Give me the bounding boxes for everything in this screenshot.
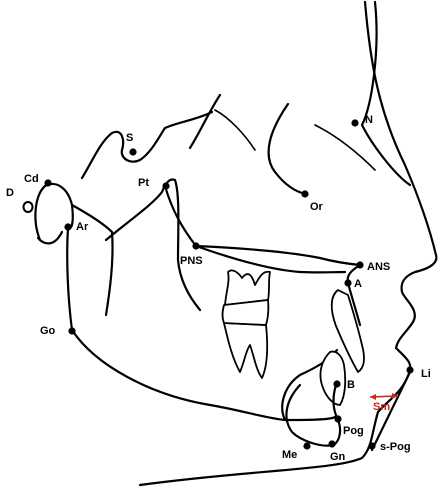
landmark-pns-dot — [192, 242, 199, 249]
landmark-pt-dot — [162, 182, 169, 189]
landmark-s-dot — [129, 148, 136, 155]
landmark-d-circle — [24, 202, 33, 212]
landmark-gn-dot — [328, 440, 335, 447]
lower-molar — [224, 323, 267, 378]
pterygoid-line — [165, 186, 196, 246]
label-me: Me — [282, 449, 297, 461]
landmark-go-dot — [68, 327, 75, 334]
label-d: D — [6, 187, 14, 199]
molar-teeth — [223, 270, 271, 378]
landmark-me-dot — [303, 442, 310, 449]
sphenoid-line — [215, 110, 255, 150]
label-pns: PNS — [180, 255, 203, 267]
label-gn: Gn — [330, 451, 346, 463]
landmark-or-dot — [301, 190, 308, 197]
label-n: N — [365, 114, 373, 126]
label-go: Go — [40, 325, 56, 337]
landmark-cd-dot — [44, 179, 51, 186]
ramus-posterior — [67, 228, 72, 330]
palate-upper — [196, 246, 360, 265]
molar-crown — [223, 300, 269, 325]
label-li: Li — [421, 368, 431, 380]
coronoid-process — [106, 180, 200, 311]
landmark-pog-dot — [334, 415, 341, 422]
label-s: S — [126, 132, 133, 144]
label-ans: ANS — [367, 261, 390, 273]
nasal-bone-line — [362, 2, 410, 185]
label-cd: Cd — [24, 173, 39, 185]
mandible-lower-border — [72, 330, 335, 420]
label-a: A — [354, 278, 362, 290]
landmark-ar-dot — [64, 223, 71, 230]
sm-arrowhead-left — [370, 394, 376, 400]
landmark-a-dot — [344, 279, 351, 286]
label-pt: Pt — [138, 177, 149, 189]
landmark-ans-dot — [356, 261, 363, 268]
cranial-base-line — [190, 95, 220, 148]
label-sm: Sm — [373, 401, 390, 413]
label-pog: Pog — [343, 425, 364, 437]
orbit-outline — [269, 104, 306, 194]
label-ar: Ar — [76, 221, 89, 233]
label-or: Or — [310, 201, 324, 213]
label-spog: s-Pog — [380, 441, 411, 453]
landmark-li-dot — [406, 366, 413, 373]
landmark-b-dot — [333, 380, 340, 387]
landmark-spog-dot — [368, 442, 375, 449]
articulare-curve — [38, 232, 62, 243]
soft-tissue-profile — [140, 2, 436, 485]
landmark-n-dot — [351, 119, 358, 126]
label-b: B — [347, 379, 355, 391]
